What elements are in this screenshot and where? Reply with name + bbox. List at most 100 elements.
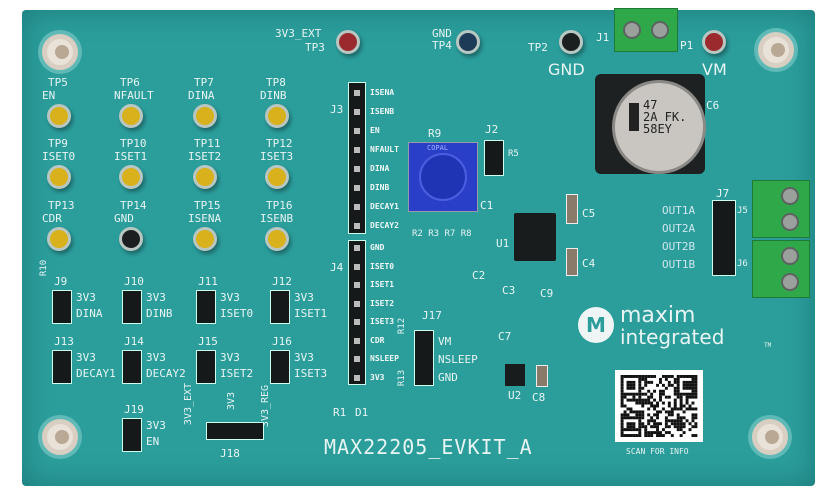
logo-maxim: maxim: [620, 303, 696, 328]
tp4-net-label: GND: [432, 27, 452, 40]
header-j18[interactable]: [206, 422, 264, 440]
potentiometer-r9[interactable]: COPAL: [408, 142, 478, 212]
jumper-bottom-label: ISET3: [294, 367, 328, 380]
jumper-j15[interactable]: [196, 350, 216, 384]
test-point-id: TP16: [266, 199, 293, 212]
jumper-j2[interactable]: [484, 140, 504, 176]
test-point-tp3[interactable]: [336, 30, 360, 54]
j2-label: J2: [485, 123, 499, 136]
header-pin: [354, 300, 360, 307]
output-label: OUT1B: [662, 258, 696, 271]
test-point-tp10[interactable]: [119, 165, 143, 189]
test-point-tp5[interactable]: [47, 104, 71, 128]
c5-label: C5: [582, 207, 596, 220]
test-point-net: CDR: [42, 212, 62, 225]
j18-left-label: 3V3_EXT: [183, 382, 195, 426]
test-point-net: DINB: [260, 89, 287, 102]
logo-tm: TM: [764, 342, 772, 349]
terminal-block-j5[interactable]: [752, 180, 810, 238]
r5-label: R5: [508, 149, 519, 159]
header-j3[interactable]: [348, 82, 366, 234]
test-point-tp13[interactable]: [47, 227, 71, 251]
test-point-tp14[interactable]: [119, 227, 143, 251]
r12-label: R12: [397, 317, 408, 335]
c6-label: C6: [706, 99, 720, 112]
test-point-net: GND: [114, 212, 134, 225]
jumper-j16[interactable]: [270, 350, 290, 384]
jumper-j10[interactable]: [122, 290, 142, 324]
chip-u1: [514, 213, 556, 261]
jumper-top-label: 3V3: [294, 351, 314, 364]
jumper-j12[interactable]: [270, 290, 290, 324]
jumper-top-label: 3V3: [220, 351, 240, 364]
d1-label: D1: [355, 406, 369, 419]
test-point-net: ISENB: [260, 212, 294, 225]
terminal-block-j6[interactable]: [752, 240, 810, 298]
test-point-tp11[interactable]: [193, 165, 217, 189]
test-point-net: ISET1: [114, 150, 148, 163]
c6-marking: 2A FK.: [643, 110, 687, 124]
header-j4[interactable]: [348, 240, 366, 385]
jumper-bottom-label: DINB: [146, 307, 173, 320]
test-point-tp6[interactable]: [119, 104, 143, 128]
jumper-top-label: 3V3: [146, 351, 166, 364]
mounting-hole: [42, 419, 78, 455]
test-point-id: TP12: [266, 137, 293, 150]
jumper-top-label: 3V3: [146, 291, 166, 304]
c8-label: C8: [532, 391, 546, 404]
test-point-tp7[interactable]: [193, 104, 217, 128]
jumper-label: J19: [124, 403, 144, 416]
jumper-top-label: 3V3: [76, 351, 96, 364]
tp3-net-label: 3V3_EXT: [275, 27, 322, 40]
jumper-j13[interactable]: [52, 350, 72, 384]
test-point-id: TP6: [120, 76, 140, 89]
c4-label: C4: [582, 257, 596, 270]
test-point-tp2[interactable]: [559, 30, 583, 54]
jumper-bottom-label: ISET0: [220, 307, 254, 320]
test-point-tp16[interactable]: [265, 227, 289, 251]
jumper-j11[interactable]: [196, 290, 216, 324]
header-j7[interactable]: [712, 200, 736, 276]
header-pin: [354, 166, 360, 172]
j1-label: J1: [596, 31, 610, 44]
j3-pin-label: DECAY1: [370, 202, 399, 211]
r1-label: R1: [333, 406, 347, 419]
test-point-tp12[interactable]: [265, 165, 289, 189]
header-j17[interactable]: [414, 330, 434, 386]
test-point-tp15[interactable]: [193, 227, 217, 251]
header-pin: [354, 90, 360, 96]
screw-icon: [781, 247, 799, 265]
header-pin: [354, 109, 360, 115]
c9-label: C9: [540, 287, 554, 300]
test-point-tp4[interactable]: [456, 30, 480, 54]
j3-pin-label: DINA: [370, 164, 390, 173]
test-point-net: ISENA: [188, 212, 222, 225]
qr-code[interactable]: [615, 370, 703, 442]
jumper-bottom-label: DECAY1: [76, 367, 116, 380]
tp4-label: TP4: [432, 39, 452, 52]
jumper-bottom-label: DINA: [76, 307, 103, 320]
capacitor-c5: [566, 194, 578, 224]
chip-u2: [505, 364, 525, 386]
c6-marking: 47: [643, 98, 658, 112]
u1-label: U1: [496, 237, 510, 250]
jumper-j9[interactable]: [52, 290, 72, 324]
test-point-tp9[interactable]: [47, 165, 71, 189]
jumper-j19[interactable]: [122, 418, 142, 452]
test-point-tp1[interactable]: [702, 30, 726, 54]
test-point-id: TP14: [120, 199, 147, 212]
header-pin: [354, 337, 360, 344]
r9-label: R9: [428, 127, 442, 140]
output-label: OUT2B: [662, 240, 696, 253]
test-point-id: TP11: [194, 137, 221, 150]
terminal-block-j1[interactable]: [614, 8, 678, 52]
test-point-tp8[interactable]: [265, 104, 289, 128]
jumper-j14[interactable]: [122, 350, 142, 384]
j3-pin-label: EN: [370, 126, 380, 135]
r9-brand: COPAL: [427, 144, 449, 152]
j18-mid-label: 3V3: [226, 391, 238, 411]
c1-label: C1: [480, 199, 494, 212]
jumper-label: J10: [124, 275, 144, 288]
capacitor-c4: [566, 248, 578, 276]
tp3-label: TP3: [305, 41, 325, 54]
